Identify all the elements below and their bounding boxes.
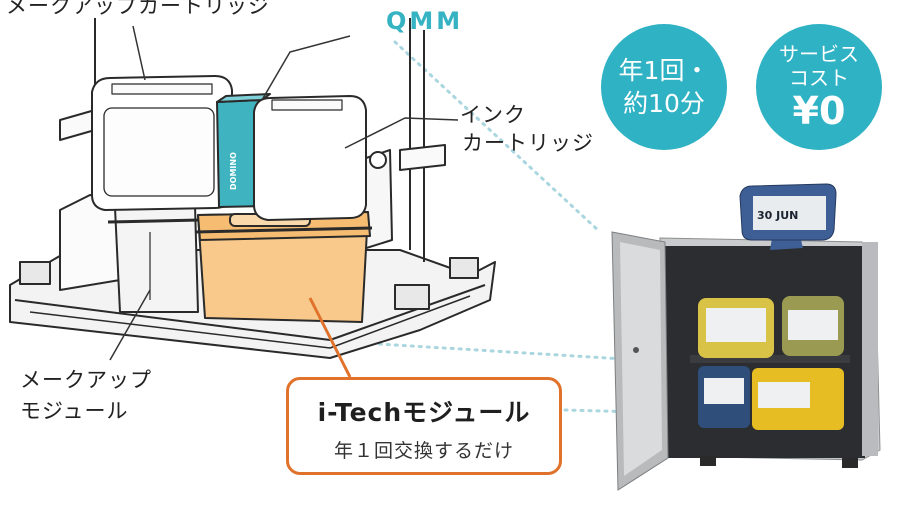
leader-makeup-cartridge [132,25,146,81]
label-ink-cartridge-line1: インク [460,103,526,127]
display-screen-text: 30 JUN [757,209,798,222]
badge-frequency: 年1回・ 約10分 [601,24,727,150]
label-makeup-cartridge: メークアップカートリッジ [6,0,270,18]
label-ink-cartridge-line2: カートリッジ [462,131,594,155]
badge-service-line1: サービス [779,42,859,66]
callout-title: i-Techモジュール [317,398,531,427]
qmm-brand-text: DOMINO [229,152,238,190]
badge-service-line2: コスト [789,66,849,90]
label-qmm: QMM [386,7,464,35]
makeup-module [107,204,201,313]
label-makeup-module-line2: モジュール [20,399,129,423]
leader-ink-cartridge [344,117,459,149]
leader-lines [109,25,459,378]
badge-service-price: ¥0 [792,89,846,133]
ink-cartridge [253,95,367,221]
leader-callout [308,297,352,378]
label-makeup-module-line1: メークアップ [20,368,152,392]
makeup-cartridge [91,75,233,211]
badge-frequency-line2: 約10分 [623,89,705,118]
i-tech-module-callout: i-Techモジュール 年１回交換するだけ [286,377,562,475]
ink-module [194,211,373,323]
leader-makeup-module [109,289,151,361]
callout-subtitle: 年１回交換するだけ [333,440,514,462]
printer-cabinet-photo: 30 JUN [611,183,881,491]
cabinet-illustration: DOMINO [9,18,496,359]
badge-frequency-line1: 年1回・ [618,56,710,85]
leader-qmm [261,35,351,101]
dotted-connector-top [393,40,602,234]
badge-service-cost: サービス コスト ¥0 [756,24,882,150]
